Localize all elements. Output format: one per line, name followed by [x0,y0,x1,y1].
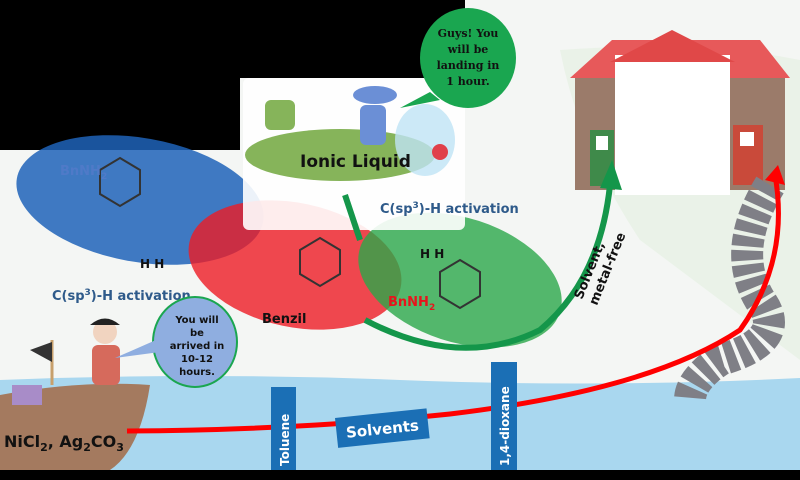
pirate-icon [90,318,120,385]
svg-text:1 hour.: 1 hour. [446,75,489,88]
bottom-bar [0,470,800,480]
dioxane-label: 1,4-dioxane [498,386,512,466]
route-arrowhead-icon [765,165,785,185]
pilot-icon [353,86,397,145]
left-bnnh2-label: BnNH2 [60,164,107,182]
solvents-tag: Solvents [335,408,430,448]
arrowhead-icon [600,160,622,190]
airplane-icon [245,100,455,181]
right-hh-label: H H [420,247,444,261]
right-bnnh2-label: BnNH2 [388,295,435,313]
svg-text:landing in: landing in [437,59,500,72]
stone-path-icon [674,176,785,402]
toluene-tag [271,387,296,470]
benzene-ring-icon [99,156,481,310]
ionic-liquid-label: Ionic Liquid [300,152,411,172]
benzil-label: Benzil [262,312,306,327]
svg-text:10-12: 10-12 [181,354,213,365]
ionic-liquid-arrow [342,194,363,241]
svg-text:will be: will be [447,43,489,56]
svg-text:You will: You will [174,315,218,326]
svg-text:Guys! You: Guys! You [438,27,499,40]
dioxane-tag [491,362,517,470]
catalyst-label: NiCl2, Ag2CO3 [4,432,124,454]
svg-text:be: be [190,328,204,339]
red-ellipse [188,200,402,330]
pilot-speech-bubble [420,8,516,108]
svg-text:arrived in: arrived in [170,341,225,352]
toluene-label: Toluene [278,414,292,466]
house-icon [570,30,790,195]
left-activation-label: C(sp3)-H activation [52,288,191,304]
right-activation-label: C(sp3)-H activation [380,201,519,217]
metal-free-arrow [363,184,613,351]
pilot-bubble-text: Guys! You will be landing in 1 hour. [437,27,500,88]
ship-icon [0,340,150,470]
svg-text:hours.: hours. [179,367,215,378]
pirate-bubble-text: You will be arrived in 10-12 hours. [170,315,225,378]
green-ellipse [358,212,562,348]
left-hh-label: H H [140,257,164,271]
